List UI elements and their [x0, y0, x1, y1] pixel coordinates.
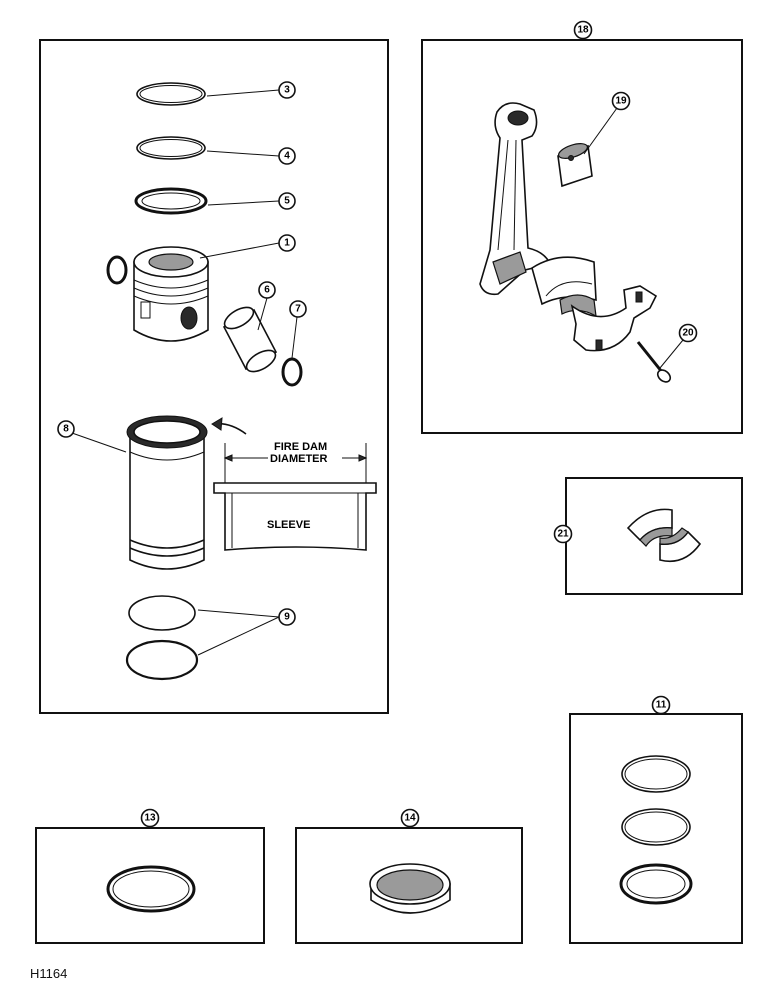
svg-text:19: 19 [615, 96, 627, 107]
callout-20: 20 [678, 323, 698, 343]
svg-text:21: 21 [557, 529, 569, 540]
snap-ring-left [106, 255, 128, 285]
callout-18: 18 [573, 20, 593, 40]
callout-9: 9 [278, 608, 296, 626]
callout-19: 19 [611, 91, 631, 111]
cylinder-sleeve [126, 415, 208, 570]
fire-dam-detail [213, 443, 377, 551]
callout-3: 3 [278, 81, 296, 99]
rod-bushing [557, 143, 593, 188]
piston-ring-4 [136, 136, 206, 160]
rod-bolt [636, 341, 672, 383]
snap-ring-7 [281, 357, 303, 387]
arrow-head [211, 417, 223, 431]
svg-text:14: 14 [404, 813, 416, 824]
piston-ring-3 [136, 82, 206, 106]
svg-text:18: 18 [577, 25, 589, 36]
svg-text:5: 5 [284, 196, 290, 207]
callout-13: 13 [140, 808, 160, 828]
o-ring-upper [128, 595, 196, 631]
sleeve-label: SLEEVE [267, 519, 310, 531]
rod-bearing-shells [531, 256, 597, 318]
svg-text:11: 11 [656, 700, 667, 711]
callout-6: 6 [258, 281, 276, 299]
ring-set-panel [569, 713, 743, 944]
callout-14: 14 [400, 808, 420, 828]
connecting-rod [479, 102, 552, 296]
svg-text:4: 4 [284, 151, 290, 162]
piston-pin [222, 306, 278, 373]
ring-set [619, 755, 693, 905]
sleeve-insert [369, 863, 451, 914]
svg-text:3: 3 [284, 85, 290, 96]
bearing-halves [626, 508, 702, 563]
svg-text:7: 7 [295, 304, 301, 315]
ring-panel-13 [35, 827, 265, 944]
fire-dam-label: FIRE DAM [274, 441, 327, 453]
callout-21: 21 [553, 524, 573, 544]
svg-text:6: 6 [264, 285, 270, 296]
diameter-label: DIAMETER [270, 453, 328, 465]
callout-8: 8 [57, 420, 75, 438]
callout-7: 7 [289, 300, 307, 318]
callout-1: 1 [278, 234, 296, 252]
piston [133, 246, 209, 342]
callout-11: 11 [651, 695, 671, 715]
svg-text:8: 8 [63, 424, 69, 435]
svg-text:20: 20 [682, 328, 694, 339]
svg-text:13: 13 [144, 813, 156, 824]
callout-4: 4 [278, 147, 296, 165]
o-ring-lower [125, 639, 199, 681]
connecting-rod-panel [421, 39, 743, 434]
leader-lines-rod [583, 107, 684, 369]
svg-text:1: 1 [284, 238, 290, 249]
rod-cap [570, 285, 658, 352]
svg-text:9: 9 [284, 612, 290, 623]
compression-ring [106, 865, 196, 913]
piston-kit-panel [39, 39, 389, 714]
piston-ring-5 [134, 187, 208, 215]
callout-5: 5 [278, 192, 296, 210]
leader-lines-main [71, 89, 298, 656]
figure-id: H1164 [30, 966, 68, 981]
